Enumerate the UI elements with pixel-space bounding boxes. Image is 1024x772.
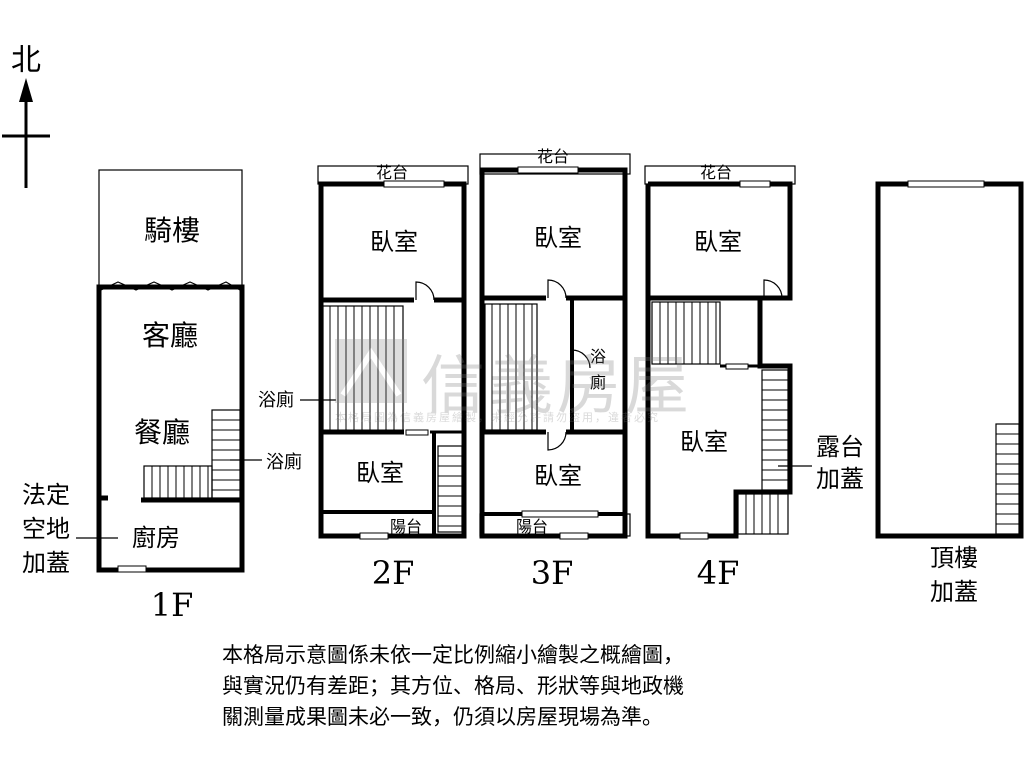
1f-staircase [143, 409, 241, 499]
brand-logo-icon [335, 339, 407, 403]
roof-window-top [907, 180, 985, 188]
4f-window-bottom [679, 532, 709, 540]
floor-label-4f: 4F [697, 554, 740, 592]
disclaimer-line-2: 與實況仍有差距；其方位、格局、形狀等與地政機 [222, 674, 684, 698]
1f-window [117, 565, 147, 573]
floor-label-3f: 3F [531, 554, 574, 592]
compass: 北 [2, 43, 50, 188]
disclaimer-note: 本格局示意圖係未依一定比例縮小繪製之概繪圖， 與實況仍有差距；其方位、格局、形狀… [222, 640, 822, 733]
2f-window-top [383, 180, 445, 188]
room-arcade: 騎樓 [144, 214, 200, 247]
room-2f-bedroom-bottom: 臥室 [356, 459, 404, 487]
3f-planter [479, 153, 631, 175]
roof-outer-wall [875, 181, 1024, 539]
label-3f-bath-1: 浴 [590, 347, 606, 366]
3f-window-bottom [559, 532, 589, 540]
3f-door-lower-icon [547, 431, 567, 451]
north-arrowhead-icon [19, 78, 33, 102]
room-3f-bedroom-top: 臥室 [534, 224, 582, 252]
room-dining: 餐廳 [134, 416, 190, 449]
watermark-brand: 信義房屋 [421, 350, 693, 424]
floor-3f: 花台 臥室 臥室 浴 廁 陽台 3F [479, 147, 631, 592]
3f-door-icon [547, 279, 567, 299]
2f-window-bottom [359, 532, 389, 540]
room-4f-bedroom-top: 臥室 [694, 228, 742, 256]
label-4f-planter: 花台 [700, 163, 732, 182]
label-1f-bath: 浴廁 [266, 451, 302, 473]
2f-stair-lower [437, 445, 463, 533]
label-roof-line1: 頂樓 [930, 544, 978, 572]
floor-roof: 頂樓 加蓋 [875, 180, 1024, 606]
floor-2f: 花台 臥室 臥室 陽台 浴廁 2F [258, 163, 469, 592]
watermark: 信義房屋 本格局圖為信義房屋繪製，未經允許請勿盜用，違者必究 [333, 333, 703, 433]
roof-staircase [995, 423, 1020, 535]
room-living: 客廳 [142, 319, 198, 352]
room-kitchen: 廚房 [132, 524, 180, 552]
label-4f-terrace-line2: 加蓋 [816, 465, 864, 493]
floor-label-1f: 1F [151, 586, 194, 624]
3f-bath-door-icon [571, 349, 591, 369]
label-2f-planter: 花台 [376, 163, 408, 182]
4f-window-top [739, 180, 771, 188]
north-label: 北 [11, 43, 41, 78]
label-3f-balcony: 陽台 [516, 517, 548, 536]
disclaimer-line-3: 關測量成果圖未必一致，仍須以房屋現場為準。 [222, 705, 663, 729]
1f-outer-wall [96, 284, 245, 573]
label-extension-line3: 加蓋 [22, 549, 70, 577]
disclaimer-line-1: 本格局示意圖係未依一定比例縮小繪製之概繪圖， [222, 643, 684, 667]
floor-1f: 騎樓 客廳 餐廳 廚房 浴廁 法定 空地 加蓋 1F [22, 169, 302, 624]
watermark-notice: 本格局圖為信義房屋繪製，未經允許請勿盜用，違者必究 [335, 411, 660, 424]
4f-staircase [651, 301, 721, 365]
3f-window-balcony [521, 510, 599, 518]
room-4f-bedroom-mid: 臥室 [680, 428, 728, 456]
room-3f-bedroom-bottom: 臥室 [534, 462, 582, 490]
4f-door-icon [763, 279, 783, 299]
label-roof-line2: 加蓋 [930, 578, 978, 606]
floor-4f: 花台 臥室 臥室 露台 [644, 163, 864, 592]
label-3f-planter: 花台 [537, 147, 569, 166]
room-2f-bedroom-top: 臥室 [370, 228, 418, 256]
2f-door-icon [415, 281, 435, 301]
label-4f-terrace-line1: 露台 [816, 433, 864, 461]
label-2f-balcony: 陽台 [390, 517, 422, 536]
label-3f-bath-2: 廁 [590, 373, 606, 392]
floor-label-2f: 2F [372, 554, 415, 592]
label-extension-line2: 空地 [22, 515, 70, 543]
label-extension-line1: 法定 [22, 481, 70, 509]
3f-window-top [517, 166, 579, 174]
label-2f-bath: 浴廁 [258, 389, 294, 411]
